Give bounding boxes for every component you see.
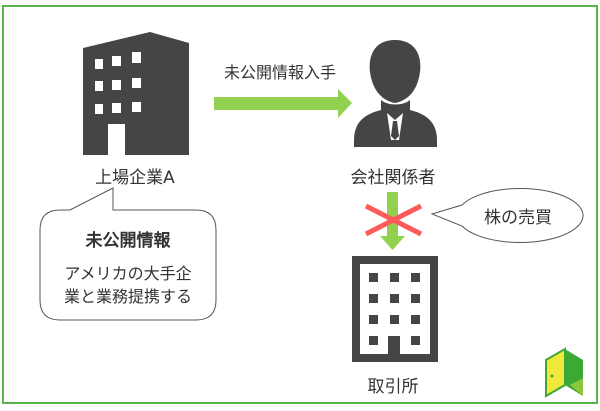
- info-speech-bubble: [39, 187, 217, 321]
- trade-bubble-text: 株の売買: [484, 208, 552, 228]
- company-building-icon: [83, 32, 189, 155]
- arrow-label: 未公開情報入手: [224, 63, 336, 82]
- door-logo-icon: [545, 347, 583, 398]
- exchange-label: 取引所: [368, 377, 419, 397]
- exchange-building-icon: [352, 256, 438, 362]
- prohibited-cross-icon: [364, 203, 423, 237]
- info-bubble-line2: 業と業務提携する: [64, 287, 192, 306]
- right-arrow-icon: [214, 89, 352, 118]
- trade-speech-bubble: [430, 188, 584, 243]
- insider-label: 会社関係者: [351, 168, 436, 188]
- info-bubble-line1: アメリカの大手企: [64, 264, 191, 283]
- person-icon: [354, 40, 437, 147]
- info-bubble-title: 未公開情報: [85, 230, 172, 251]
- company-label: 上場企業A: [95, 168, 175, 188]
